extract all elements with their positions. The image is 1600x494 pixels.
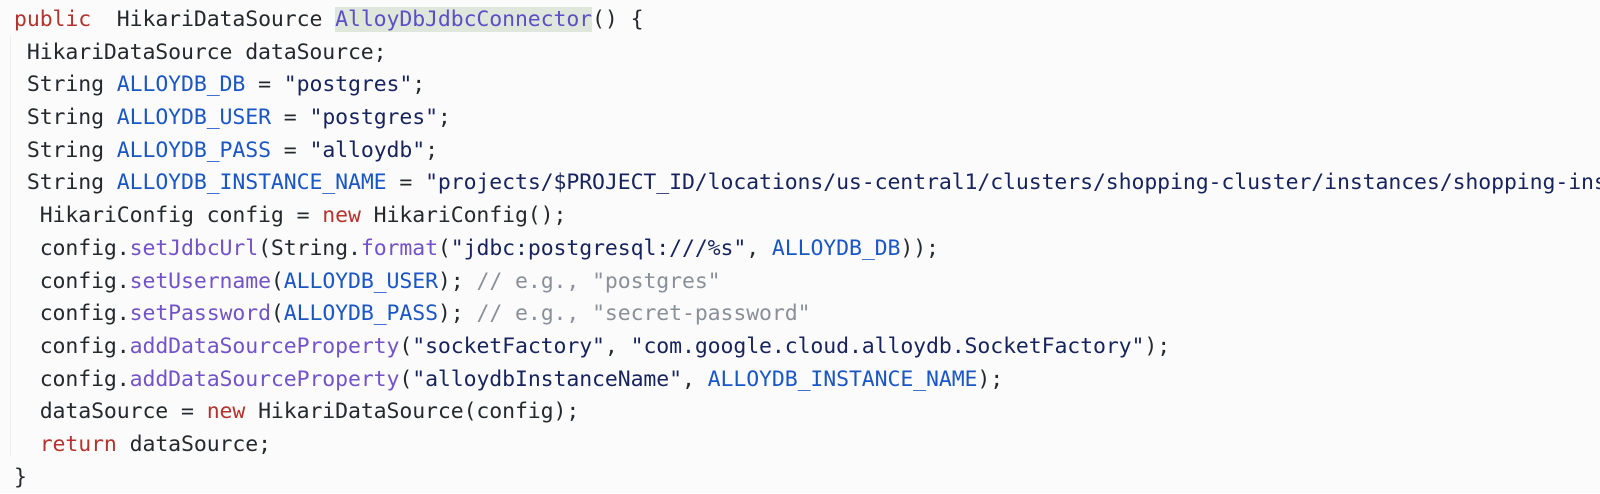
code-token-plain: );: [977, 366, 1004, 392]
code-line[interactable]: String ALLOYDB_INSTANCE_NAME = "projects…: [0, 167, 1600, 200]
code-token-string: "postgres": [283, 72, 413, 98]
code-token-plain: ,: [604, 333, 631, 359]
code-indent: [14, 269, 40, 294]
code-token-plain: String: [26, 72, 117, 98]
code-token-plain: (: [399, 333, 413, 359]
code-token-constant: ALLOYDB_USER: [116, 105, 271, 131]
code-token-plain: =: [270, 105, 310, 131]
code-indent: [14, 301, 40, 326]
code-line[interactable]: HikariDataSource dataSource;: [0, 37, 1600, 70]
code-line[interactable]: config.addDataSourceProperty("alloydbIns…: [0, 364, 1600, 397]
code-token-plain: ));: [900, 235, 939, 261]
code-token-plain: );: [437, 268, 477, 294]
code-token-method: addDataSourceProperty: [129, 366, 400, 392]
code-token-constant: ALLOYDB_PASS: [283, 301, 438, 327]
code-token-plain: ,: [746, 235, 772, 261]
code-line[interactable]: config.setJdbcUrl(String.format("jdbc:po…: [0, 233, 1600, 266]
code-token-comment: // e.g., "postgres": [476, 268, 721, 294]
code-indent: [14, 399, 40, 424]
code-token-string: "com.google.cloud.alloydb.SocketFactory": [630, 333, 1145, 359]
code-token-constant: ALLOYDB_INSTANCE_NAME: [707, 366, 978, 392]
code-token-keyword: new: [322, 203, 361, 229]
code-token-string: "jdbc:postgresql:///%s": [450, 235, 747, 261]
code-token-plain: dataSource =: [39, 399, 207, 425]
code-indent: [14, 40, 27, 65]
code-indent: [14, 367, 40, 392]
code-line[interactable]: config.addDataSourceProperty("socketFact…: [0, 331, 1600, 364]
code-token-method: addDataSourceProperty: [129, 333, 400, 359]
code-token-constant: ALLOYDB_DB: [771, 235, 901, 261]
code-token-plain: );: [437, 301, 477, 327]
code-token-string: "alloydbInstanceName": [412, 366, 682, 392]
code-token-plain: HikariDataSource(config);: [245, 399, 580, 425]
code-line[interactable]: dataSource = new HikariDataSource(config…: [0, 396, 1600, 429]
code-indent: [14, 432, 40, 457]
code-indent: [14, 203, 40, 228]
code-token-plain: String: [26, 137, 117, 163]
code-token-plain: (String.: [258, 235, 361, 261]
code-token-plain: config.: [39, 333, 130, 359]
code-token-plain: =: [386, 170, 426, 196]
code-indent: [14, 138, 27, 163]
code-token-plain: config.: [39, 268, 130, 294]
code-token-plain: }: [14, 464, 27, 490]
code-token-comment: // e.g., "secret-password": [476, 301, 811, 327]
code-line[interactable]: String ALLOYDB_DB = "postgres";: [0, 69, 1600, 102]
code-token-plain: );: [1144, 333, 1171, 359]
code-token-string: "projects/$PROJECT_ID/locations/us-centr…: [425, 170, 1600, 196]
code-token-plain: (: [399, 366, 413, 392]
code-token-plain: ;: [437, 105, 451, 131]
code-token-constant: ALLOYDB_INSTANCE_NAME: [116, 170, 387, 196]
code-token-plain: dataSource;: [116, 431, 271, 457]
code-token-plain: HikariDataSource: [116, 7, 336, 32]
code-token-method: format: [360, 235, 438, 261]
code-token-keyword: public: [14, 7, 92, 32]
code-indent: [14, 105, 27, 130]
code-line[interactable]: HikariConfig config = new HikariConfig()…: [0, 200, 1600, 233]
code-token-plain: () {: [592, 7, 644, 32]
code-token-plain: String: [26, 170, 117, 196]
code-token-method: setJdbcUrl: [129, 235, 259, 261]
code-line[interactable]: }: [0, 462, 1600, 494]
code-token-plain: ;: [412, 72, 426, 98]
code-token-plain: ;: [425, 137, 438, 163]
code-token-highlight[interactable]: AlloyDbJdbcConnector: [335, 7, 593, 32]
code-line[interactable]: public HikariDataSource AlloyDbJdbcConne…: [0, 4, 1600, 37]
code-indent: [14, 72, 27, 97]
code-token-plain: (: [270, 301, 284, 327]
code-token-string: "postgres": [309, 105, 438, 131]
code-line[interactable]: return dataSource;: [0, 429, 1600, 462]
code-token-method: setPassword: [129, 301, 271, 327]
code-token-plain: config.: [39, 301, 130, 327]
code-line[interactable]: String ALLOYDB_PASS = "alloydb";: [0, 135, 1600, 168]
code-token-plain: HikariDataSource dataSource;: [26, 39, 387, 65]
code-token-plain: HikariConfig config =: [39, 203, 323, 229]
code-token-method: setUsername: [129, 268, 271, 294]
code-token-constant: ALLOYDB_DB: [116, 72, 246, 98]
code-token-plain: =: [270, 137, 310, 163]
code-token-plain: String: [26, 105, 117, 131]
code-token-plain: config.: [39, 235, 130, 261]
code-indent: [14, 170, 27, 195]
code-token-string: "alloydb": [309, 137, 426, 163]
code-indent: [14, 236, 40, 261]
code-line[interactable]: config.setPassword(ALLOYDB_PASS); // e.g…: [0, 298, 1600, 331]
code-token-keyword: new: [206, 399, 246, 425]
code-token-keyword: return: [39, 431, 117, 457]
code-token-plain: config.: [39, 366, 130, 392]
code-token-plain: (: [437, 235, 451, 261]
code-token-plain: HikariConfig();: [360, 203, 567, 229]
code-token-plain: [91, 7, 117, 32]
code-token-plain: ,: [681, 366, 708, 392]
indent-guide: [10, 36, 11, 456]
code-line[interactable]: String ALLOYDB_USER = "postgres";: [0, 102, 1600, 135]
code-token-constant: ALLOYDB_USER: [283, 268, 438, 294]
code-token-plain: (: [270, 268, 284, 294]
code-token-constant: ALLOYDB_PASS: [116, 137, 271, 163]
code-line[interactable]: config.setUsername(ALLOYDB_USER); // e.g…: [0, 266, 1600, 299]
code-token-plain: =: [245, 72, 284, 98]
code-indent: [14, 334, 40, 359]
code-token-string: "socketFactory": [412, 333, 605, 359]
